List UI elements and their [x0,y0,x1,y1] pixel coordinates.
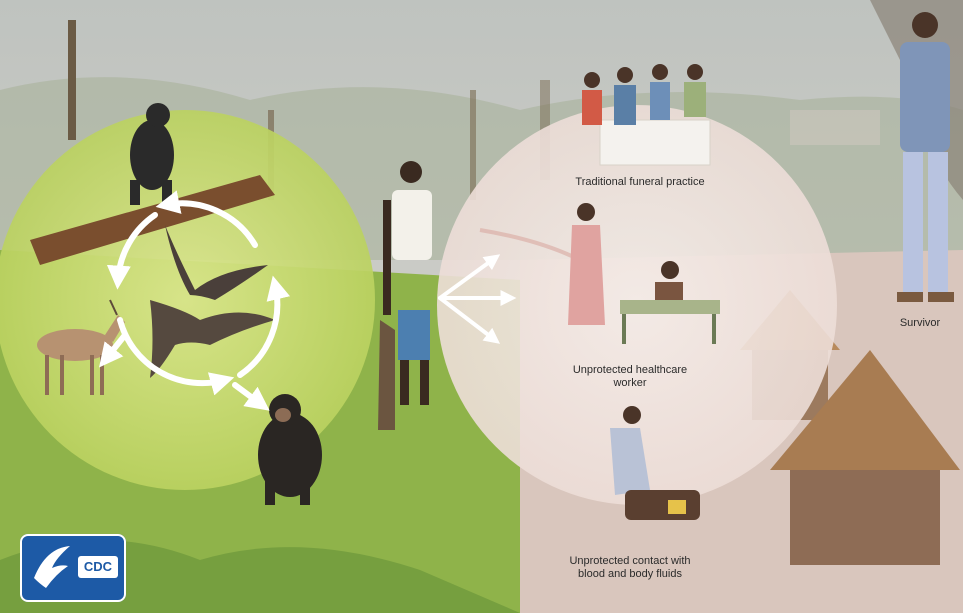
tree-trunk [470,90,476,200]
tree-trunk [68,20,76,140]
carcass-icon [378,320,395,430]
label-unprotected-healthcare-worker: Unprotected healthcare worker [560,364,700,390]
cdc-logo: CDC [20,534,126,602]
label-unprotected-contact: Unprotected contact with blood and body … [565,555,695,581]
cdc-logo-text: CDC [78,556,118,578]
distant-building [790,110,880,145]
hhs-eagle-icon [26,538,76,598]
label-survivor: Survivor [880,317,960,330]
label-traditional-funeral-practice: Traditional funeral practice [535,176,745,189]
animal-reservoir-circle [0,110,375,490]
